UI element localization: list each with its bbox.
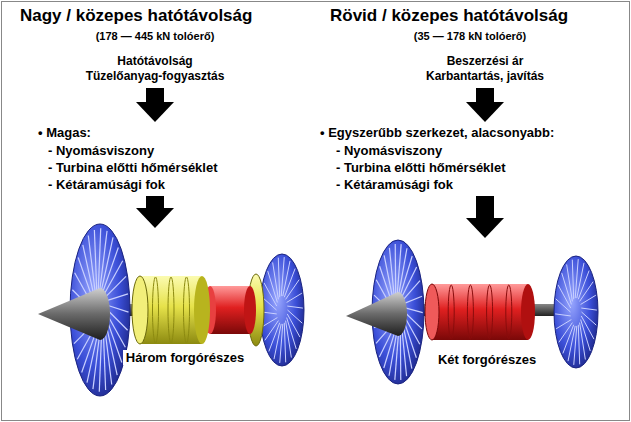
list-item: - Kétáramúsági fok: [48, 177, 165, 192]
criterion: Hatótávolság: [117, 54, 192, 68]
list-item: - Nyomásviszony: [336, 143, 442, 158]
two-spool-engine: [346, 240, 598, 384]
engine-caption: Két forgórészes: [435, 352, 539, 367]
list-heading: • Egyszerűbb szerkezet, alacsonyabb:: [320, 125, 554, 140]
three-spool-engine: [38, 224, 304, 396]
column-title: Rövid / közepes hatótávolság: [330, 6, 568, 26]
thrust-range: (178 — 445 kN tolóerő): [96, 30, 215, 42]
criterion: Karbantartás, javítás: [426, 69, 544, 83]
list-item: - Nyomásviszony: [48, 143, 154, 158]
thrust-range: (35 — 178 kN tolóerő): [414, 30, 526, 42]
list-item: - Turbina előtti hőmérséklet: [336, 160, 506, 175]
criterion: Tüzelőanyag-fogyasztás: [86, 69, 225, 83]
list-item: - Turbina előtti hőmérséklet: [48, 160, 218, 175]
engine-caption: Három forgórészes: [123, 350, 247, 365]
column-title: Nagy / közepes hatótávolság: [20, 6, 252, 26]
criterion: Beszerzési ár: [447, 54, 524, 68]
list-heading: • Magas:: [38, 125, 91, 140]
list-item: - Kétáramúsági fok: [336, 177, 453, 192]
